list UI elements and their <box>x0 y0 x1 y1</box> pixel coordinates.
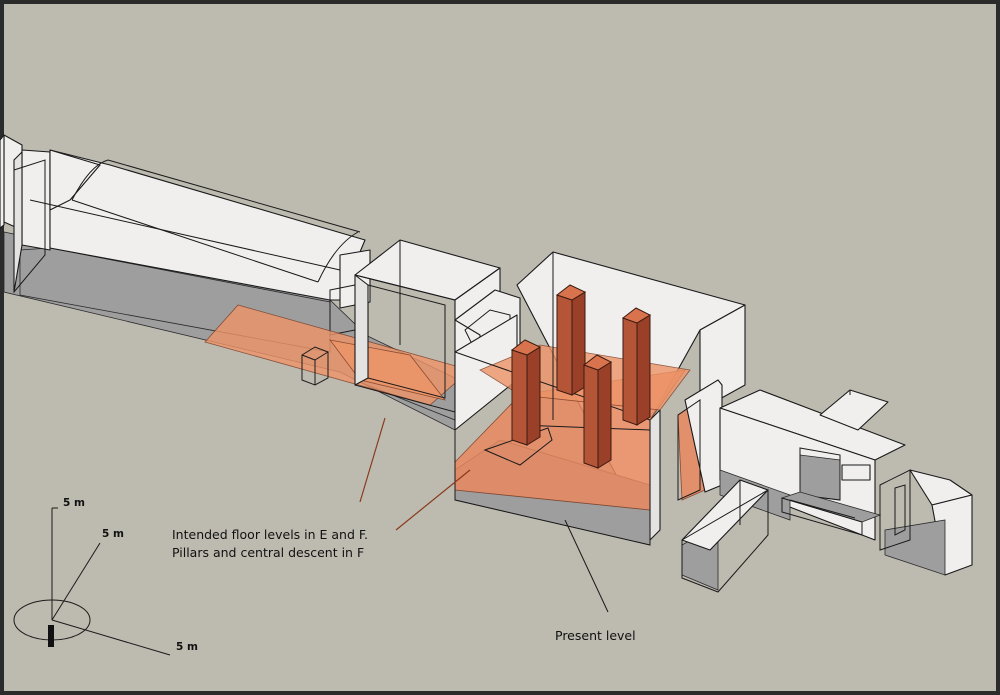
scale-marker <box>48 625 54 647</box>
annotation-pillars-descent: Pillars and central descent in F <box>172 545 364 560</box>
pillars <box>510 284 652 469</box>
pillar-4 <box>582 354 613 469</box>
scale-vertical-label: 5 m <box>63 497 85 509</box>
pillar-3 <box>621 307 652 426</box>
scale-depth-label: 5 m <box>102 528 124 540</box>
pillar-2 <box>555 284 587 396</box>
leader-floor-e <box>359 417 386 503</box>
leader-lines <box>359 417 609 613</box>
annotation-present-level: Present level <box>555 628 636 643</box>
annotation-intended-floors: Intended floor levels in E and F. <box>172 527 368 542</box>
scale-indicator: 5 m 5 m 5 m <box>13 497 198 656</box>
right-chambers <box>677 379 973 593</box>
scale-horizontal-label: 5 m <box>176 641 198 653</box>
leader-floor-f <box>395 469 471 531</box>
leader-present-level <box>564 519 609 613</box>
pillar-1 <box>510 339 542 446</box>
